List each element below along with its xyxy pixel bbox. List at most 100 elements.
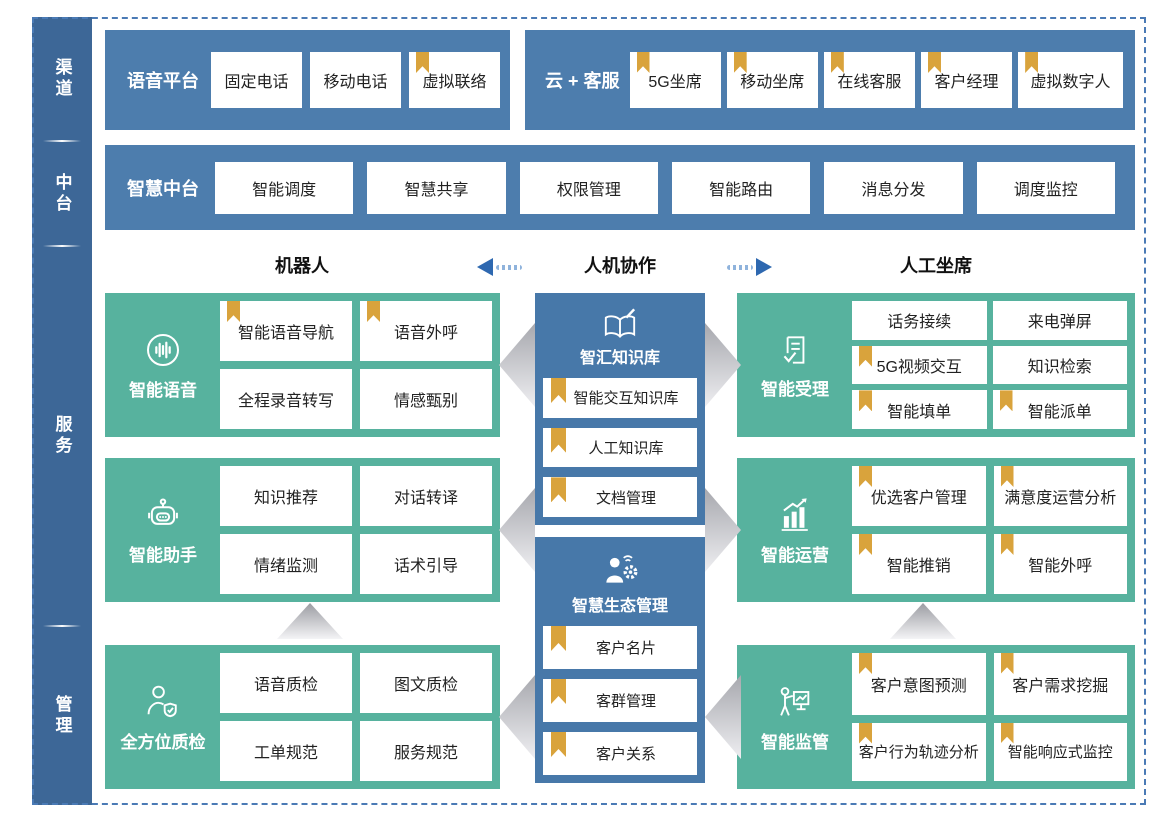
band-title: 云 + 客服 (545, 71, 620, 91)
card-label: 消息分发 (861, 181, 926, 199)
block-name: 智能语音 (129, 380, 197, 400)
chevron-left-icon (499, 488, 535, 572)
accept-icon (776, 331, 814, 369)
center-block-head: 智慧生态管理 (543, 545, 697, 626)
platform-card: 智能调度 (215, 161, 354, 214)
feature-label: 情感甄别 (393, 393, 458, 410)
band-title: 语音平台 (127, 71, 199, 91)
feature-card: 满意度运营分析 (993, 466, 1127, 526)
feature-card: 情绪监测 (220, 534, 352, 594)
block-name: 智能受理 (761, 379, 829, 399)
ecosystem-icon (599, 551, 641, 589)
rail-divider (43, 625, 81, 627)
feature-label: 优选客户管理 (870, 490, 967, 507)
operation-icon (775, 495, 815, 535)
feature-label: 智能交互知识库 (573, 390, 679, 408)
feature-label: 智能响应式监控 (1007, 744, 1113, 762)
feature-label: 客户意图预测 (870, 677, 967, 695)
feature-label: 知识推荐 (253, 490, 318, 507)
header-human-agent: 人工坐席 (900, 256, 972, 276)
bookmark-icon (636, 52, 650, 73)
monitor-icon (775, 682, 815, 722)
card-label: 权限管理 (556, 181, 621, 199)
rail-section-management: 管理 (32, 627, 92, 805)
middle-platform-band: 智慧中台 智能调度 智慧共享 权限管理 智能路由 消息分发 调度监控 (105, 145, 1135, 230)
channel-card: 客户经理 (920, 52, 1013, 108)
block-items: 知识推荐 对话转译 情绪监测 话术引导 (220, 466, 492, 594)
feature-card: 智能交互知识库 (543, 378, 697, 418)
block-knowledge-base: 智汇知识库 智能交互知识库 人工知识库 文档管理 (535, 293, 705, 525)
bookmark-icon (416, 52, 429, 73)
feature-card: 情感甄别 (360, 369, 492, 429)
rail-divider (43, 140, 81, 142)
bookmark-icon (830, 52, 844, 73)
feature-label: 工单规范 (253, 745, 318, 762)
feature-card: 语音外呼 (360, 301, 492, 361)
bookmark-icon (859, 653, 872, 674)
feature-label: 话务接续 (887, 314, 952, 332)
chevron-right-icon (705, 323, 741, 407)
band-cards: 5G坐席 移动坐席 在线客服 客户经理 虚拟数字人 (629, 52, 1123, 108)
rail-label: 服务 (52, 415, 72, 457)
feature-card: 知识推荐 (220, 466, 352, 526)
chevron-left-icon (499, 675, 535, 759)
feature-label: 对话转译 (393, 490, 458, 507)
feature-label: 话术引导 (393, 558, 458, 575)
bookmark-icon (859, 345, 872, 367)
feature-label: 智能推销 (886, 558, 951, 575)
chevron-left-icon (705, 675, 741, 759)
block-smart-operation: 智能运营 优选客户管理 满意度运营分析 智能推销 智能外呼 (737, 458, 1135, 602)
left-arrow-icon (477, 258, 522, 276)
block-label-col: 智能监管 (745, 653, 845, 781)
platform-card: 智慧共享 (367, 161, 506, 214)
channel-card: 5G坐席 (629, 52, 721, 108)
feature-label: 智能外呼 (1028, 558, 1093, 575)
feature-card: 智能填单 (852, 390, 987, 429)
bookmark-icon (551, 626, 566, 651)
card-label: 虚拟数字人 (1030, 74, 1111, 91)
platform-card: 权限管理 (519, 161, 658, 214)
block-quality-inspection: 全方位质检 语音质检 图文质检 工单规范 服务规范 (105, 645, 500, 789)
bookmark-icon (551, 732, 566, 757)
feature-card: 服务规范 (360, 721, 492, 781)
bookmark-icon (999, 390, 1013, 412)
bookmark-icon (1000, 722, 1014, 744)
feature-card: 智能语音导航 (220, 301, 352, 361)
feature-card: 智能派单 (992, 390, 1127, 429)
feature-label: 语音外呼 (393, 325, 458, 342)
bookmark-icon (1000, 534, 1014, 555)
block-items: 客户名片 客群管理 客户关系 (543, 626, 697, 775)
bookmark-icon (1000, 466, 1014, 487)
feature-card: 图文质检 (360, 653, 492, 713)
block-items: 优选客户管理 满意度运营分析 智能推销 智能外呼 (852, 466, 1127, 594)
bookmark-icon (551, 378, 566, 403)
robot-icon (143, 495, 183, 535)
triangle-up-icon (277, 603, 343, 639)
header-robot: 机器人 (275, 256, 329, 276)
card-label: 客户经理 (934, 74, 999, 91)
voice-platform-band: 语音平台 固定电话 移动电话 虚拟联络 (105, 30, 510, 130)
feature-label: 人工知识库 (588, 440, 664, 457)
channel-card: 移动电话 (310, 52, 401, 108)
block-smart-supervision: 智能监管 客户意图预测 客户需求挖掘 客户行为轨迹分析 智能响应式监控 (737, 645, 1135, 789)
bookmark-icon (859, 722, 872, 744)
block-items: 话务接续 来电弹屏 5G视频交互 知识检索 智能填单 智能派单 (852, 301, 1127, 429)
card-label: 智慧共享 (404, 181, 469, 199)
block-name: 全方位质检 (120, 732, 206, 752)
bookmark-icon (859, 466, 872, 487)
service-area: 智能语音 智能语音导航 语音外呼 全程录音转写 情感甄别 (105, 293, 1135, 789)
feature-label: 服务规范 (393, 745, 458, 762)
feature-label: 全程录音转写 (237, 393, 334, 410)
header-collaboration: 人机协作 (584, 256, 656, 276)
feature-label: 客群管理 (595, 693, 656, 710)
bookmark-icon (227, 301, 240, 322)
rail-label: 中台 (52, 172, 72, 215)
card-label: 移动坐席 (740, 74, 805, 91)
block-items: 智能交互知识库 人工知识库 文档管理 (543, 378, 697, 518)
block-label-col: 智能助手 (113, 466, 213, 594)
bookmark-icon (859, 534, 872, 555)
rail-label: 管理 (52, 695, 72, 737)
block-label-col: 智能受理 (745, 301, 845, 429)
feature-card: 来电弹屏 (992, 301, 1127, 340)
platform-card: 消息分发 (824, 161, 963, 214)
